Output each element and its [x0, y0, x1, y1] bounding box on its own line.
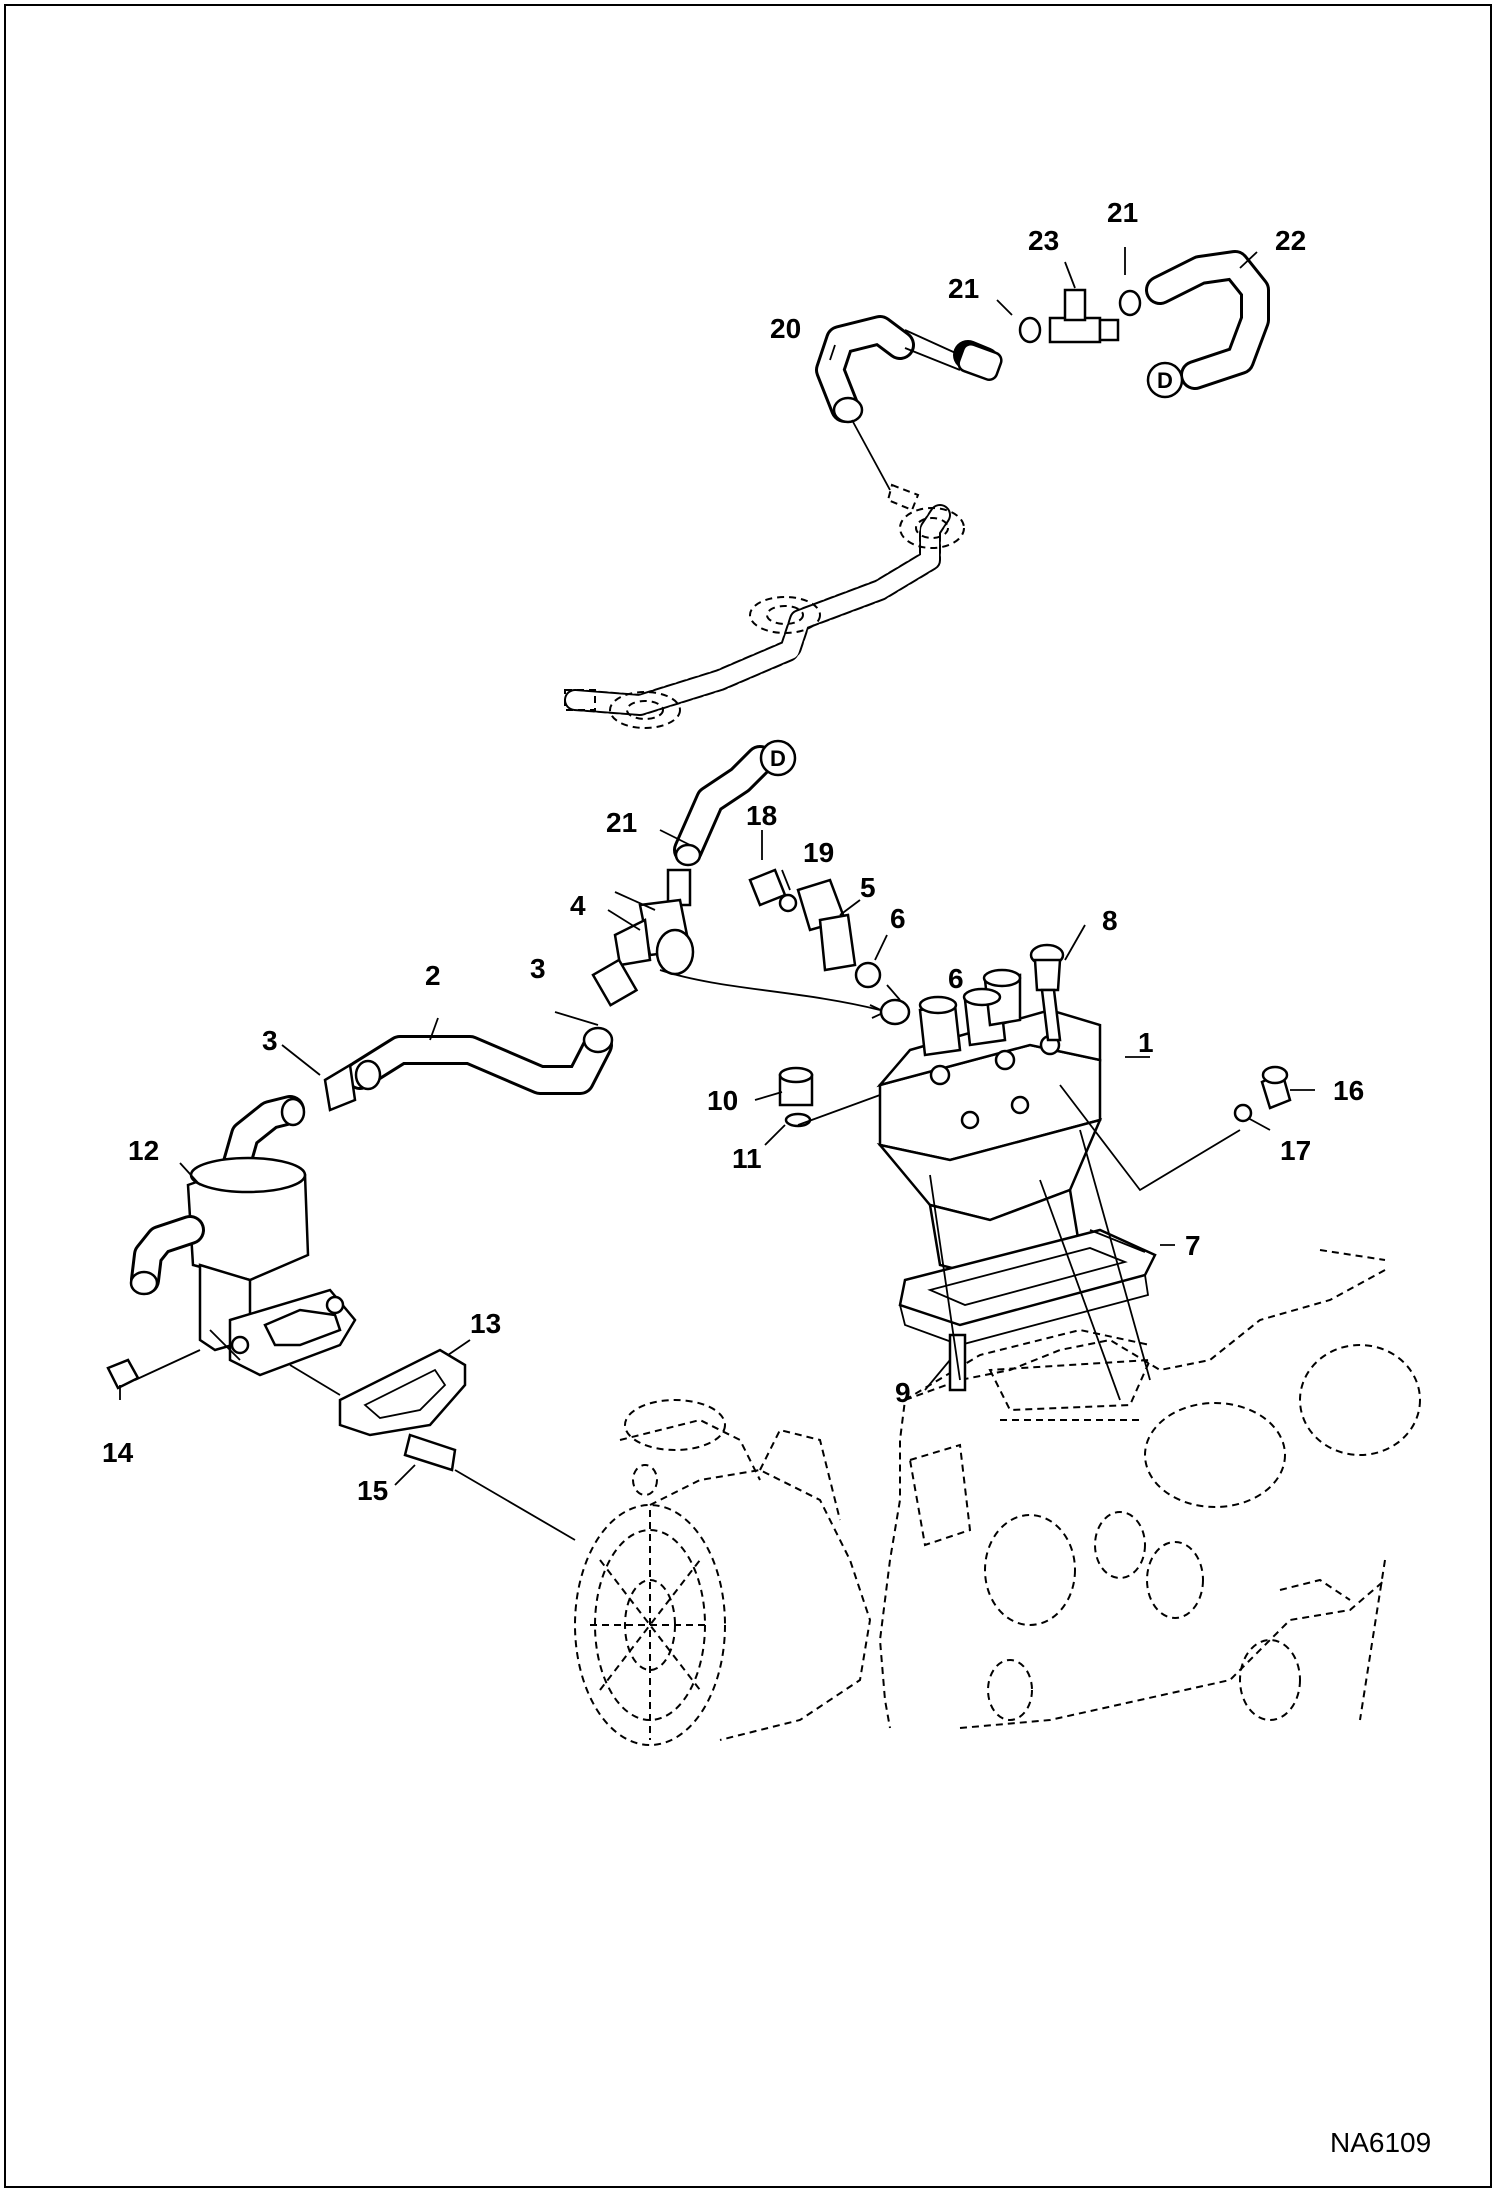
callout-1: 1: [1138, 1027, 1154, 1058]
leak-off-pipe-outline: [564, 483, 965, 729]
callout-9: 9: [895, 1377, 911, 1408]
callout-5: 5: [860, 872, 876, 903]
callout-6-lower: 6: [948, 963, 964, 994]
fuel-hose-and-clamps: [323, 958, 639, 1112]
callout-18: 18: [746, 800, 777, 831]
nut: [106, 1358, 140, 1390]
connector-d-top: D: [1157, 368, 1173, 393]
callout-21-right: 21: [1107, 197, 1138, 228]
callout-labels: 1 2 3 3 4 5 6 6 7 8 9 10 11 12 13 14 15 …: [102, 197, 1364, 1506]
hollow-bolt-and-washers: [748, 868, 911, 1026]
callout-6-upper: 6: [890, 903, 906, 934]
flywheel-housing-outline: [574, 1399, 872, 1746]
callout-8: 8: [1102, 905, 1118, 936]
callout-17: 17: [1280, 1135, 1311, 1166]
callout-13: 13: [470, 1308, 501, 1339]
fuel-pump-stud: [403, 1433, 457, 1472]
plug-16-and-washer-17: [1233, 1065, 1292, 1123]
leader-lines: [119, 247, 1315, 1541]
return-hose-assembly: [815, 250, 1270, 491]
callout-22: 22: [1275, 225, 1306, 256]
callout-21-pump: 21: [606, 807, 637, 838]
fuel-pump-gasket: [338, 1348, 467, 1437]
callout-3-lower: 3: [262, 1025, 278, 1056]
inlet-hose-d: [673, 739, 797, 867]
diagram-frame: [4, 4, 1492, 2188]
banjo-fitting: [613, 868, 888, 1019]
mounting-bolt: [1029, 943, 1065, 1042]
engine-block-outline: [878, 1249, 1421, 1729]
callout-15: 15: [357, 1475, 388, 1506]
callout-12: 12: [128, 1135, 159, 1166]
connector-d-labels: D D: [770, 368, 1173, 771]
callout-16: 16: [1333, 1075, 1364, 1106]
callout-21-left: 21: [948, 273, 979, 304]
plug-and-washer: [778, 1066, 814, 1128]
callout-2: 2: [425, 960, 441, 991]
callout-20: 20: [770, 313, 801, 344]
pump-gasket: [898, 1228, 1157, 1346]
fuel-pump: [129, 1095, 357, 1377]
callout-14: 14: [102, 1437, 134, 1468]
callout-7: 7: [1185, 1230, 1201, 1261]
injection-pump: [876, 968, 1103, 1282]
connector-d-pump: D: [770, 746, 786, 771]
callout-11: 11: [732, 1143, 762, 1174]
callout-19: 19: [803, 837, 834, 868]
callout-10: 10: [707, 1085, 738, 1116]
callout-23: 23: [1028, 225, 1059, 256]
callout-3-upper: 3: [530, 953, 546, 984]
callout-4: 4: [570, 890, 586, 921]
drawing-code: NA6109: [1330, 2127, 1431, 2158]
